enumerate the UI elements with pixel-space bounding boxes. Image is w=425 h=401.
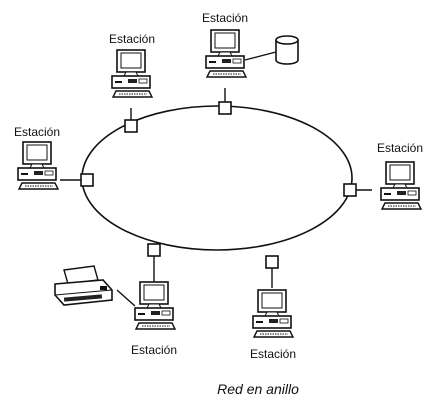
workstation-icon (17, 141, 59, 190)
workstation-icon (205, 29, 247, 78)
station-label: Estación (202, 11, 248, 25)
ring-cable (81, 105, 353, 251)
workstation-icon (111, 49, 153, 98)
station-label: Estación (131, 343, 177, 357)
ring-connector (218, 101, 232, 115)
disk-storage-icon (275, 35, 299, 65)
station-label: Estación (14, 125, 60, 139)
ring-connector (343, 183, 357, 197)
station-label: Estación (377, 141, 423, 155)
workstation-icon (134, 281, 176, 330)
station-label: Estación (109, 32, 155, 46)
ring-connector (80, 173, 94, 187)
printer-cable (116, 289, 136, 307)
workstation-icon (252, 289, 294, 338)
ring-connector (124, 119, 138, 133)
ring-connector (147, 243, 161, 257)
printer-icon (54, 265, 113, 306)
disk-cable (244, 51, 277, 61)
branch-cables (60, 51, 372, 307)
station-label: Estación (250, 347, 296, 361)
diagram-caption: Red en anillo (217, 381, 299, 397)
workstation-icon (380, 161, 422, 210)
ring-connector (265, 255, 279, 269)
